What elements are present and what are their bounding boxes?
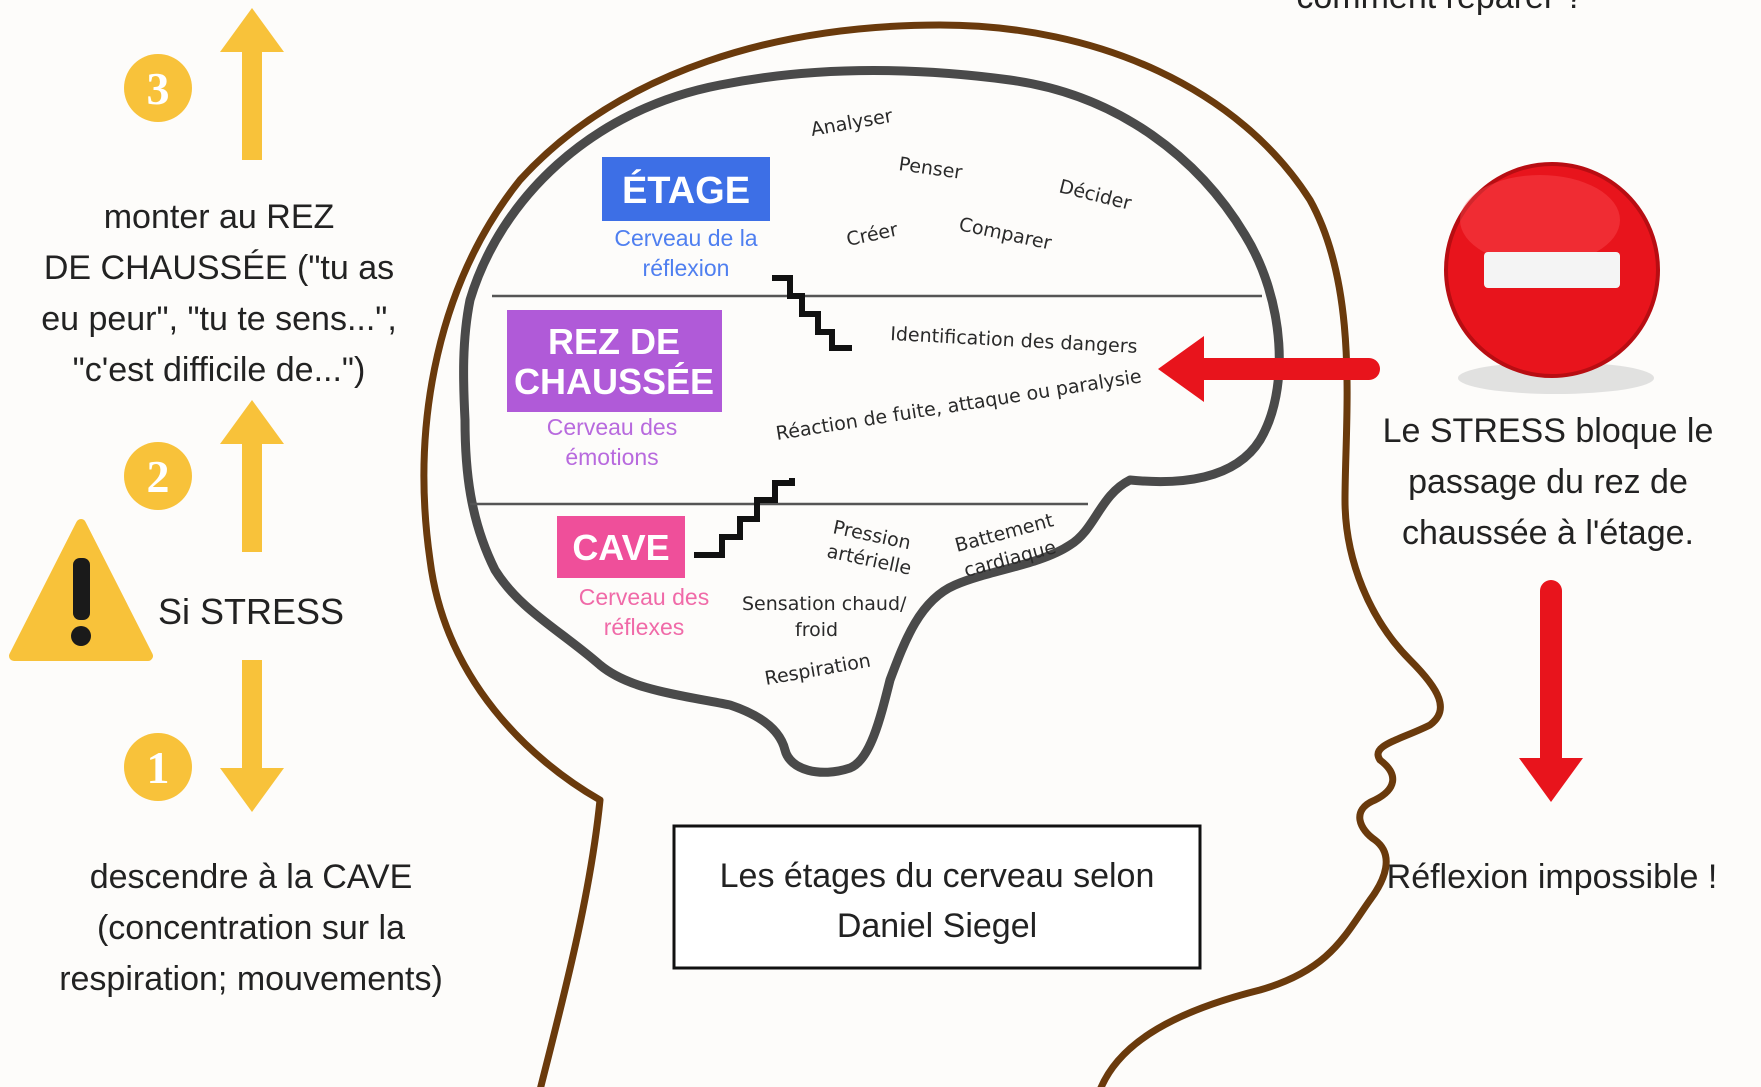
step-2-badge — [124, 442, 192, 510]
step-3-number: 3 — [147, 63, 170, 114]
down-text-line-2: (concentration sur la — [97, 909, 405, 947]
down-text-line-1: descendre à la CAVE — [90, 858, 413, 896]
etage-sub-2: réflexion — [643, 255, 730, 281]
word-sensation: Sensation chaud/ — [742, 593, 907, 615]
step-2-number: 2 — [147, 451, 170, 502]
rdc-sub-1: Cerveau des — [547, 414, 677, 440]
step-1-number: 1 — [147, 742, 170, 793]
cave-label: CAVE — [572, 527, 669, 568]
word-froid: froid — [795, 619, 838, 641]
arrow-left-stress-icon — [1158, 336, 1380, 402]
cave-tag — [557, 516, 685, 578]
rdc-tag — [507, 310, 722, 412]
stress-label: Si STRESS — [158, 591, 344, 632]
up-text-line-1: monter au REZ — [104, 198, 335, 236]
arrow-down-red-icon — [1519, 580, 1583, 802]
up-text-line-4: "c'est difficile de...") — [73, 351, 366, 389]
warning-icon — [9, 519, 153, 661]
stairs-lower — [694, 478, 795, 558]
word-reaction: Réaction de fuite, attaque ou paralysie — [774, 365, 1143, 445]
cave-sub-2: réflexes — [604, 614, 685, 640]
top-partial-text: comment réparer ? — [1296, 0, 1583, 16]
stress-text-line-2: passage du rez de — [1408, 463, 1688, 501]
brain-outline — [459, 66, 1284, 777]
stress-text-line-3: chaussée à l'étage. — [1402, 514, 1694, 552]
word-analyser: Analyser — [809, 105, 894, 141]
word-penser: Penser — [897, 153, 964, 184]
arrow-up-3-icon — [220, 8, 284, 160]
result-text: Réflexion impossible ! — [1387, 858, 1718, 896]
rdc-sub-2: émotions — [565, 444, 658, 470]
title-box — [672, 824, 1202, 970]
step-1-badge — [124, 733, 192, 801]
head-outline — [420, 21, 1444, 1087]
up-text-line-3: eu peur", "tu te sens...", — [41, 300, 397, 338]
word-creer: Créer — [844, 219, 899, 251]
etage-sub-1: Cerveau de la — [614, 225, 757, 251]
arrow-down-1-icon — [220, 660, 284, 812]
title-line-1: Les étages du cerveau selon — [720, 857, 1155, 895]
no-entry-icon — [1444, 162, 1660, 394]
etage-label: ÉTAGE — [622, 168, 750, 212]
down-text-line-3: respiration; mouvements) — [59, 960, 443, 998]
up-text-line-2: DE CHAUSSÉE ("tu as — [44, 249, 394, 287]
word-identification: Identification des dangers — [890, 323, 1138, 358]
stairs-upper — [772, 275, 852, 351]
word-comparer: Comparer — [957, 213, 1054, 254]
stress-text-line-1: Le STRESS bloque le — [1383, 412, 1714, 450]
rdc-label-1: REZ DE — [548, 321, 680, 362]
rdc-label-2: CHAUSSÉE — [514, 361, 714, 402]
cave-sub-1: Cerveau des — [579, 584, 709, 610]
etage-tag — [602, 157, 770, 221]
arrow-up-2-icon — [220, 400, 284, 552]
title-line-2: Daniel Siegel — [837, 907, 1037, 945]
step-3-badge — [124, 54, 192, 122]
word-respiration: Respiration — [763, 650, 872, 690]
word-decider: Décider — [1057, 176, 1134, 215]
